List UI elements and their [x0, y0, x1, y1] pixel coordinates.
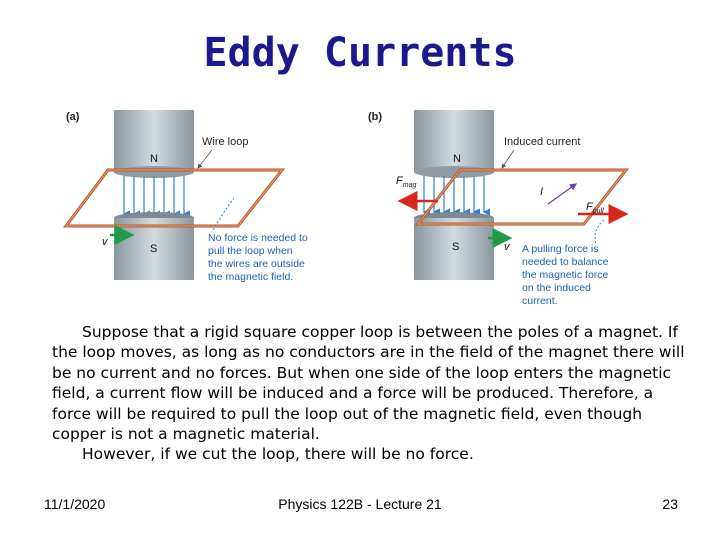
figure-b-caption: A pulling force is needed to balance the…: [522, 243, 611, 307]
footer-lecture: Physics 122B - Lecture 21: [278, 496, 442, 512]
induced-current-label: Induced current: [504, 136, 580, 148]
paragraph-2: However, if we cut the loop, there will …: [82, 445, 474, 464]
north-label: N: [150, 153, 158, 165]
north-pole-magnet: [114, 110, 194, 172]
panel-label-a: (a): [66, 111, 80, 123]
magnetic-field-lines: [122, 176, 190, 218]
slide-title: Eddy Currents: [203, 30, 517, 76]
figure-a-diagram: (a) N S Wire loop v No force: [63, 110, 311, 283]
induced-current-arrow: [547, 183, 577, 205]
panel-label-b: (b): [368, 111, 382, 123]
magnetic-field-lines: [422, 176, 490, 216]
force-pull-label: Fpull: [586, 201, 604, 215]
north-pole-magnet: [414, 110, 494, 172]
figure-b: (b) N S I Induced current Fmag: [364, 104, 660, 314]
body-text: Suppose that a rigid square copper loop …: [52, 322, 688, 465]
figure-a: (a) N S Wire loop v No force: [62, 104, 332, 294]
force-mag-label: Fmag: [396, 175, 416, 189]
footer-date: 11/1/2020: [44, 496, 106, 512]
velocity-label-b: v: [504, 241, 511, 253]
south-label: S: [150, 243, 157, 255]
figure-a-caption: No force is needed to pull the loop when…: [208, 232, 311, 283]
figure-b-diagram: (b) N S I Induced current Fmag: [368, 110, 630, 307]
south-pole-magnet: [414, 218, 494, 280]
velocity-label-a: v: [102, 236, 109, 248]
north-label: N: [453, 153, 461, 165]
paragraph-1: Suppose that a rigid square copper loop …: [52, 323, 685, 444]
slide-number: 23: [662, 496, 678, 512]
south-label: S: [452, 241, 459, 253]
current-label: I: [540, 186, 543, 198]
wire-loop-label: Wire loop: [202, 136, 248, 148]
